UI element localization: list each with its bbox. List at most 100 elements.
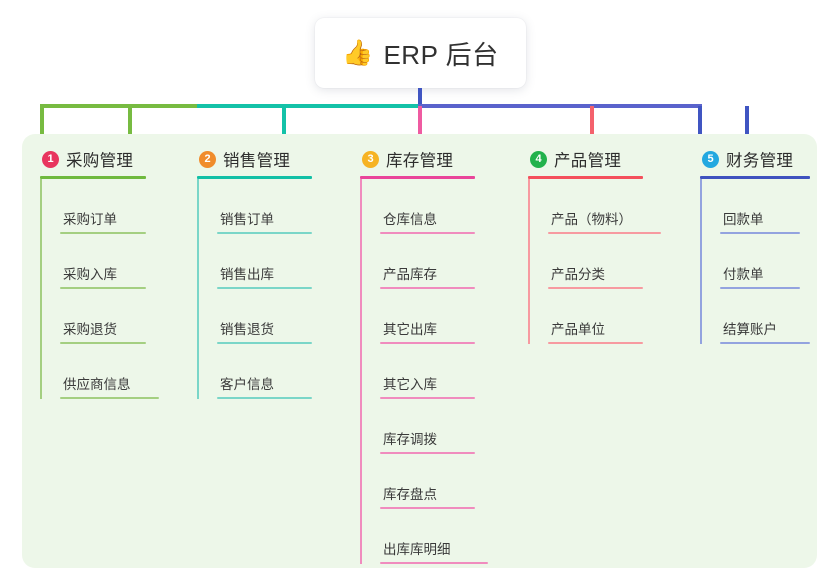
leaf-rule [60, 397, 159, 399]
root-node-title: ERP 后台 [383, 39, 499, 70]
leaf-label: 产品单位 [551, 322, 605, 337]
number-badge-3: 3 [362, 150, 379, 168]
leaf-label: 其它入库 [383, 377, 437, 392]
leaf-label: 仓库信息 [383, 212, 437, 227]
leaf-item[interactable]: 回款单 [700, 179, 810, 234]
column-sales-management: 2 销售管理销售订单销售出库销售退货客户信息 [197, 142, 312, 399]
leaf-rule [60, 287, 146, 289]
column-inventory-management: 3 库存管理仓库信息产品库存其它出库其它入库库存调拨库存盘点出库库明细 [360, 142, 488, 564]
root-stem-connector [418, 88, 422, 106]
leaf-rule [380, 397, 475, 399]
leaf-rule [217, 397, 312, 399]
leaf-label: 回款单 [723, 212, 764, 227]
leaf-label: 产品库存 [383, 267, 437, 282]
leaf-label: 库存调拨 [383, 432, 437, 447]
column-trunk-line [360, 179, 362, 564]
leaf-label: 客户信息 [220, 377, 274, 392]
leaf-item[interactable]: 付款单 [700, 234, 810, 289]
leaf-item[interactable]: 产品（物料） [528, 179, 661, 234]
drop-finance [745, 106, 749, 136]
leaf-rule [720, 287, 800, 289]
thumbs-up-icon: 👍 [342, 38, 374, 67]
root-node-card[interactable]: 👍 ERP 后台 [315, 18, 526, 88]
leaf-item[interactable]: 库存调拨 [360, 399, 488, 454]
leaf-rule [217, 287, 312, 289]
leaf-label: 采购入库 [63, 267, 117, 282]
leaf-rule [217, 232, 312, 234]
column-header-sales-management[interactable]: 2 销售管理 [197, 142, 312, 176]
teal-segment [197, 104, 419, 108]
column-trunk-line [528, 179, 530, 344]
leaf-label: 产品分类 [551, 267, 605, 282]
column-header-product-management[interactable]: 4 产品管理 [528, 142, 661, 176]
leaf-rule [720, 342, 810, 344]
column-header-purchase-management[interactable]: 1 采购管理 [40, 142, 159, 176]
column-trunk-line [40, 179, 42, 399]
leaf-list-inventory-management: 仓库信息产品库存其它出库其它入库库存调拨库存盘点出库库明细 [360, 179, 488, 564]
leaf-item[interactable]: 采购入库 [40, 234, 159, 289]
leaf-item[interactable]: 采购退货 [40, 289, 159, 344]
column-header-rule [40, 176, 146, 179]
leaf-list-purchase-management: 采购订单采购入库采购退货供应商信息 [40, 179, 159, 399]
leaf-item[interactable]: 销售退货 [197, 289, 312, 344]
leaf-item[interactable]: 其它出库 [360, 289, 488, 344]
drop-purchase [128, 106, 132, 136]
leaf-item[interactable]: 销售订单 [197, 179, 312, 234]
leaf-label: 销售出库 [220, 267, 274, 282]
leaf-item[interactable]: 产品单位 [528, 289, 661, 344]
column-title: 财务管理 [726, 152, 794, 170]
elbow-left [40, 106, 44, 136]
leaf-item[interactable]: 供应商信息 [40, 344, 159, 399]
column-title: 销售管理 [223, 152, 291, 170]
branches-panel: 1 采购管理采购订单采购入库采购退货供应商信息 2 销售管理销售订单销售出库销售退货客… [22, 134, 817, 568]
drop-sales [282, 106, 286, 136]
leaf-rule [548, 232, 661, 234]
leaf-item[interactable]: 结算账户 [700, 289, 810, 344]
column-title: 库存管理 [386, 152, 454, 170]
column-product-management: 4 产品管理产品（物料） 产品分类产品单位 [528, 142, 661, 344]
leaf-item[interactable]: 采购订单 [40, 179, 159, 234]
leaf-item[interactable]: 出库库明细 [360, 509, 488, 564]
leaf-item[interactable]: 仓库信息 [360, 179, 488, 234]
column-header-inventory-management[interactable]: 3 库存管理 [360, 142, 488, 176]
leaf-label: 采购订单 [63, 212, 117, 227]
leaf-item[interactable]: 产品分类 [528, 234, 661, 289]
leaf-list-product-management: 产品（物料） 产品分类产品单位 [528, 179, 661, 344]
leaf-item[interactable]: 客户信息 [197, 344, 312, 399]
leaf-rule [380, 452, 475, 454]
leaf-list-finance-management: 回款单付款单结算账户 [700, 179, 810, 344]
column-header-rule [197, 176, 312, 179]
leaf-rule [217, 342, 312, 344]
drop-inventory [418, 106, 422, 136]
column-purchase-management: 1 采购管理采购订单采购入库采购退货供应商信息 [40, 142, 159, 399]
blue-segment [418, 104, 702, 108]
leaf-list-sales-management: 销售订单销售出库销售退货客户信息 [197, 179, 312, 399]
column-trunk-line [197, 179, 199, 399]
leaf-item[interactable]: 库存盘点 [360, 454, 488, 509]
leaf-label: 销售订单 [220, 212, 274, 227]
leaf-label: 采购退货 [63, 322, 117, 337]
leaf-label: 产品（物料） [551, 212, 632, 227]
column-title: 产品管理 [554, 152, 622, 170]
leaf-label: 付款单 [723, 267, 764, 282]
elbow-right [698, 106, 702, 136]
leaf-item[interactable]: 销售出库 [197, 234, 312, 289]
leaf-item[interactable]: 产品库存 [360, 234, 488, 289]
leaf-item[interactable]: 其它入库 [360, 344, 488, 399]
number-badge-1: 1 [42, 150, 59, 168]
leaf-rule [380, 342, 475, 344]
leaf-rule [548, 287, 643, 289]
leaf-rule [60, 342, 146, 344]
column-header-rule [360, 176, 475, 179]
column-title: 采购管理 [66, 152, 134, 170]
leaf-label: 其它出库 [383, 322, 437, 337]
number-badge-2: 2 [199, 150, 216, 168]
leaf-rule [380, 287, 475, 289]
leaf-label: 供应商信息 [63, 377, 131, 392]
leaf-rule [380, 562, 488, 564]
number-badge-4: 4 [530, 150, 547, 168]
leaf-label: 结算账户 [723, 322, 777, 337]
